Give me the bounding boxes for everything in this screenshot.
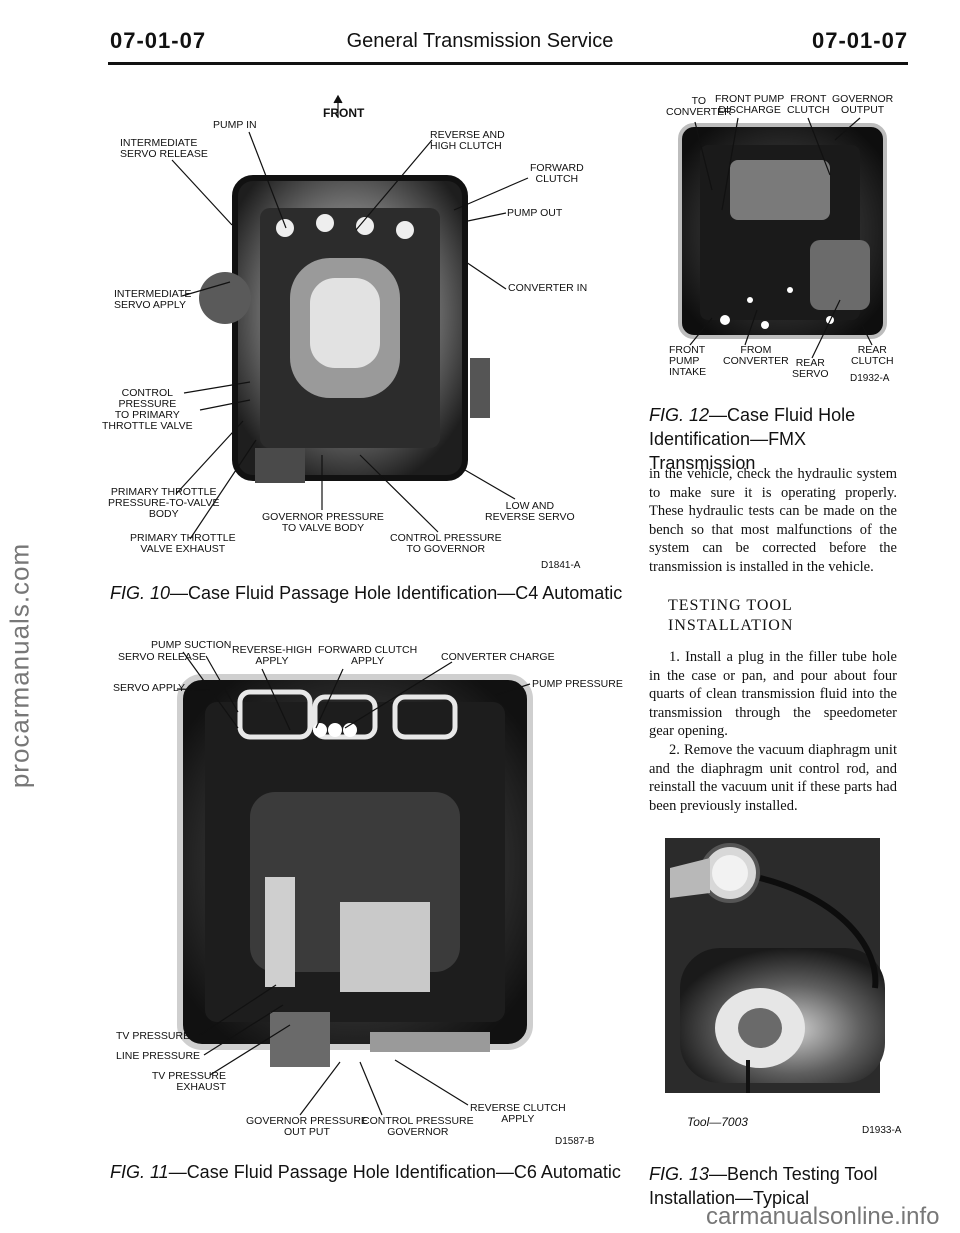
fig11-caption-text: —Case Fluid Passage Hole Identification—… <box>168 1162 621 1182</box>
fig11-label-reverse-clutch-apply: REVERSE CLUTCH APPLY <box>470 1102 566 1125</box>
section-heading-line2: INSTALLATION <box>668 617 794 634</box>
fig12-label-rear-clutch: REAR CLUTCH <box>851 344 894 367</box>
fig12-caption-num: FIG. 12 <box>649 405 710 425</box>
fig11-label-tv-pressure-exhaust: TV PRESSURE EXHAUST <box>151 1070 226 1093</box>
fig11-caption: FIG. 11—Case Fluid Passage Hole Identifi… <box>110 1162 621 1183</box>
fig11-label-tv-pressure: TV PRESSURE <box>116 1030 191 1042</box>
body-column: in the vehicle, check the hydraulic syst… <box>649 465 897 577</box>
fig11-label-servo-apply: SERVO APPLY <box>113 682 185 694</box>
fig10-photo <box>195 148 495 503</box>
header-rule <box>108 62 908 65</box>
fig11-label-servo-release: SERVO RELEASE <box>118 651 206 663</box>
fig13-caption-num: FIG. 13 <box>649 1164 710 1184</box>
side-watermark: procarmanuals.com <box>4 542 35 789</box>
fig11-label-control-pressure-governor: CONTROL PRESSURE GOVERNOR <box>362 1115 474 1138</box>
fig12-label-governor-output: GOVERNOR OUTPUT <box>832 93 894 116</box>
body-step-1: 1. Install a plug in the filler tube hol… <box>649 649 897 740</box>
fig10-label-pump-out: PUMP OUT <box>507 207 563 219</box>
body-intro: in the vehicle, check the hydraulic syst… <box>649 466 897 575</box>
fig12-label-front-pump-intake: FRONT PUMP INTAKE <box>669 344 707 378</box>
fig12-label-to-converter: TO CONVERTER <box>666 95 732 118</box>
fig13-photo <box>650 838 900 1116</box>
fig10-label-primary-throttle-exhaust: PRIMARY THROTTLE VALVE EXHAUST <box>130 532 236 555</box>
fig12-label-front-clutch: FRONT CLUTCH <box>787 93 830 116</box>
fig10-label-governor-pressure: GOVERNOR PRESSURE TO VALVE BODY <box>262 511 384 534</box>
page-title: General Transmission Service <box>346 30 614 52</box>
fig10-label-low-reverse-servo: LOW AND REVERSE SERVO <box>485 500 575 523</box>
fig10-label-control-pressure-primary: CONTROL PRESSURE TO PRIMARY THROTTLE VAL… <box>102 387 193 432</box>
fig10-label-pump-in: PUMP IN <box>213 119 257 131</box>
fig12-photo <box>670 120 892 342</box>
fig10-label-reverse-high-clutch: REVERSE AND HIGH CLUTCH <box>430 129 505 152</box>
fig11-label-converter-charge: CONVERTER CHARGE <box>441 651 555 663</box>
fig10-caption-num: FIG. 10 <box>110 583 171 603</box>
body-step-2: 2. Remove the vacuum diaphragm unit and … <box>649 741 897 814</box>
fig11-label-forward-clutch-apply: FORWARD CLUTCH APPLY <box>318 644 418 667</box>
fig10-label-converter-in: CONVERTER IN <box>508 282 588 294</box>
fig11-label-reverse-high-apply: REVERSE-HIGH APPLY <box>232 644 312 667</box>
fig12-caption: FIG. 12—Case Fluid Hole Identification—F… <box>649 403 909 475</box>
fig10-label-control-pressure-governor: CONTROL PRESSURE TO GOVERNOR <box>390 532 502 555</box>
fig10-label-forward-clutch: FORWARD CLUTCH <box>530 162 584 185</box>
section-heading-line1: TESTING TOOL <box>668 597 793 614</box>
fig10-front-label: FRONT <box>323 106 365 120</box>
fig10-caption: FIG. 10—Case Fluid Passage Hole Identifi… <box>110 583 622 604</box>
fig12-label-front-pump-discharge: FRONT PUMP DISCHARGE <box>715 93 785 116</box>
fig11-label-pump-pressure: PUMP PRESSURE <box>532 678 623 690</box>
fig10-caption-text: —Case Fluid Passage Hole Identification—… <box>170 583 623 603</box>
fig10-code: D1841-A <box>541 560 581 571</box>
fig13-tool-label: Tool—7003 <box>687 1115 748 1129</box>
fig11-label-line-pressure: LINE PRESSURE <box>116 1050 201 1062</box>
fig12-caption-text: —Case Fluid Hole Identification—FMX Tran… <box>649 405 856 473</box>
fig10-label-intermediate-servo-apply: INTERMEDIATE SERVO APPLY <box>114 288 192 311</box>
fig13-caption: FIG. 13—Bench Testing Tool Installation—… <box>649 1162 909 1210</box>
body-steps: 1. Install a plug in the filler tube hol… <box>649 648 897 815</box>
page-code-left: 07-01-07 <box>110 28 207 53</box>
fig12-label-rear-servo: REAR SERVO <box>792 357 829 380</box>
fig11-label-pump-suction: PUMP SUCTION <box>151 639 232 651</box>
fig11-photo <box>170 672 540 1070</box>
fig10-label-primary-throttle-pressure: PRIMARY THROTTLE PRESSURE-TO-VALVE BODY <box>108 486 220 520</box>
section-heading: TESTING TOOL INSTALLATION <box>668 596 793 636</box>
fig11-label-governor-pressure-output: GOVERNOR PRESSURE OUT PUT <box>246 1115 368 1138</box>
fig12-label-from-converter: FROM CONVERTER <box>723 344 789 367</box>
footer-watermark: carmanualsonline.info <box>706 1203 940 1230</box>
fig12-code: D1932-A <box>850 373 890 384</box>
fig10-label-intermediate-servo-release: INTERMEDIATE SERVO RELEASE <box>120 137 208 160</box>
fig11-code: D1587-B <box>555 1136 595 1147</box>
page-code-right: 07-01-07 <box>812 28 909 53</box>
fig13-caption-text: —Bench Testing Tool Installation—Typical <box>649 1164 878 1208</box>
fig13-code: D1933-A <box>862 1125 902 1136</box>
fig11-caption-num: FIG. 11 <box>110 1162 169 1182</box>
